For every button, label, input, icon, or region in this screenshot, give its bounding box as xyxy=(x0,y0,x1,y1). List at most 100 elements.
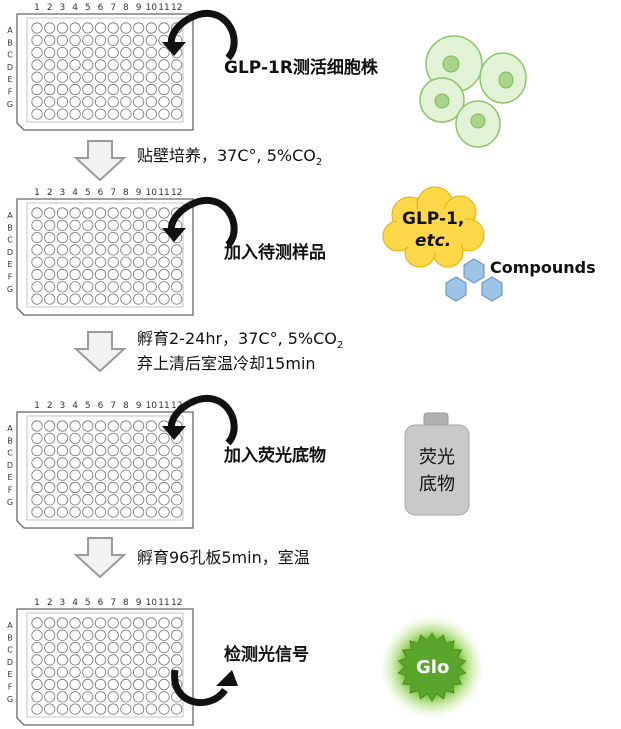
bottle-text: 底物 xyxy=(419,474,455,495)
well xyxy=(94,432,107,444)
well xyxy=(107,46,119,59)
well xyxy=(44,494,56,506)
plate-row-label: E xyxy=(7,473,12,482)
well xyxy=(158,481,170,494)
well xyxy=(56,256,69,268)
well xyxy=(56,268,69,281)
plate-column-label: 7 xyxy=(110,401,116,411)
plate-row-label: B xyxy=(7,436,13,445)
well xyxy=(107,629,119,641)
well xyxy=(56,34,69,46)
well xyxy=(56,59,69,71)
well xyxy=(69,108,81,120)
well xyxy=(69,641,81,654)
well xyxy=(120,629,132,641)
well xyxy=(44,244,56,256)
plate-row-label: F xyxy=(8,486,13,495)
transition-text: 弃上清后室温冷却15min xyxy=(137,354,316,373)
well xyxy=(171,96,183,108)
well xyxy=(120,244,132,256)
plate-column-label: 8 xyxy=(123,3,129,13)
well xyxy=(133,641,145,654)
well xyxy=(107,420,119,432)
well xyxy=(31,293,43,305)
well xyxy=(145,83,157,96)
well xyxy=(120,108,132,120)
well xyxy=(145,71,157,83)
plate-column-label: 4 xyxy=(72,401,78,411)
well xyxy=(56,481,69,494)
well xyxy=(31,108,43,120)
well xyxy=(69,629,81,641)
well xyxy=(107,71,119,83)
well xyxy=(56,207,69,219)
well xyxy=(82,22,94,34)
well xyxy=(145,691,157,703)
transition-text: 贴壁培养，37C°, 5%CO2 xyxy=(137,146,323,169)
plate-column-label: 4 xyxy=(72,598,78,608)
well xyxy=(120,432,132,444)
well xyxy=(171,281,183,293)
compounds-hexagons xyxy=(445,258,503,302)
well xyxy=(158,293,170,305)
well xyxy=(56,641,69,654)
well xyxy=(133,232,145,244)
well xyxy=(120,46,132,59)
well xyxy=(44,108,56,120)
well xyxy=(158,691,170,703)
plate-column-label: 4 xyxy=(72,188,78,198)
well xyxy=(69,617,81,629)
well xyxy=(31,244,43,256)
well xyxy=(56,432,69,444)
well xyxy=(31,219,43,231)
well xyxy=(69,268,81,281)
well xyxy=(133,22,145,34)
plate-row-label: E xyxy=(7,260,12,269)
well xyxy=(158,59,170,71)
well xyxy=(171,641,183,654)
well xyxy=(145,46,157,59)
plate-column-label: 6 xyxy=(98,401,104,411)
well xyxy=(31,22,43,34)
plate-row-label: B xyxy=(7,223,13,232)
transition-text: 孵育96孔板5min，室温 xyxy=(137,548,310,567)
plate-row-label: A xyxy=(7,211,13,220)
well xyxy=(133,506,145,518)
well xyxy=(56,444,69,457)
well xyxy=(145,219,157,231)
well xyxy=(94,244,107,256)
well xyxy=(107,96,119,108)
well xyxy=(69,506,81,518)
well xyxy=(69,703,81,715)
well xyxy=(44,219,56,231)
well xyxy=(145,703,157,715)
plate-column-label: 2 xyxy=(47,598,53,608)
plate-row-label: F xyxy=(8,683,13,692)
well xyxy=(120,34,132,46)
well xyxy=(120,232,132,244)
plate-column-label: 7 xyxy=(110,598,116,608)
well xyxy=(69,59,81,71)
well xyxy=(31,444,43,457)
well xyxy=(133,59,145,71)
well xyxy=(31,232,43,244)
cloud-text: GLP-1, xyxy=(402,209,465,229)
step-label: 加入待测样品 xyxy=(224,243,326,263)
well xyxy=(120,666,132,678)
well xyxy=(145,481,157,494)
plate-column-label: 5 xyxy=(85,401,91,411)
well xyxy=(82,293,94,305)
well xyxy=(44,268,56,281)
well xyxy=(107,641,119,654)
well xyxy=(145,432,157,444)
well xyxy=(82,691,94,703)
well xyxy=(56,22,69,34)
well xyxy=(69,481,81,494)
well xyxy=(94,281,107,293)
well xyxy=(69,432,81,444)
well xyxy=(145,617,157,629)
well xyxy=(158,22,170,34)
well xyxy=(120,268,132,281)
well xyxy=(82,281,94,293)
